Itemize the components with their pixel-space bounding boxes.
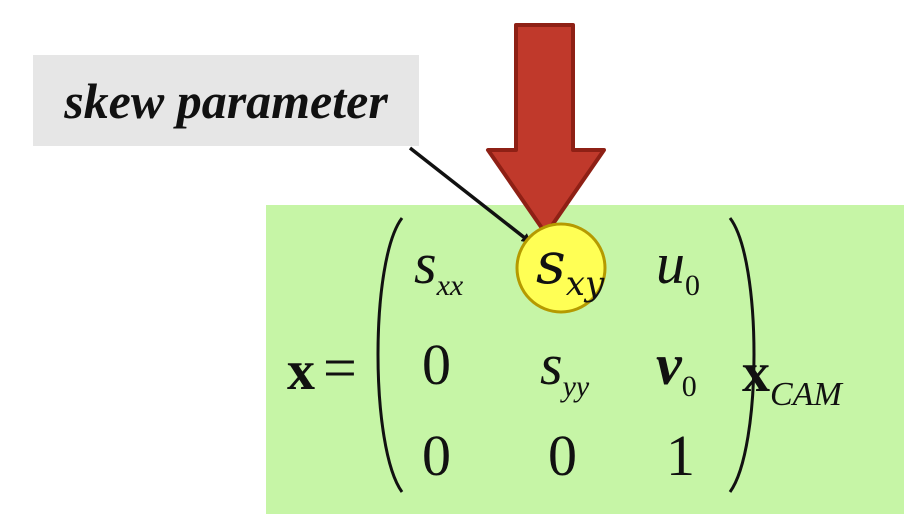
label-text: skew parameter	[64, 72, 388, 129]
matrix-cell-1-3: u0	[656, 231, 700, 302]
matrix-cell-2-3: v0	[656, 332, 697, 403]
rhs-vector: xCAM	[742, 342, 842, 413]
lhs-vector: x	[287, 340, 315, 402]
left-bracket	[376, 217, 404, 493]
matrix-cell-2-1: 0	[422, 332, 451, 397]
highlight-circle	[515, 222, 607, 314]
matrix-cell-1-1: sxx	[414, 231, 464, 302]
pointer-arrow	[408, 146, 532, 244]
matrix-cell-3-1: 0	[422, 423, 451, 488]
matrix-cell-3-3: 1	[666, 423, 695, 488]
matrix-cell-1-2-skew: sxy	[536, 229, 605, 304]
matrix-cell-2-2: syy	[540, 332, 590, 403]
matrix-cell-3-2: 0	[548, 423, 577, 488]
right-bracket	[728, 217, 756, 493]
skew-parameter-label: skew parameter	[33, 55, 419, 146]
equals-sign: =	[323, 335, 357, 401]
red-down-arrow-icon	[486, 23, 606, 236]
